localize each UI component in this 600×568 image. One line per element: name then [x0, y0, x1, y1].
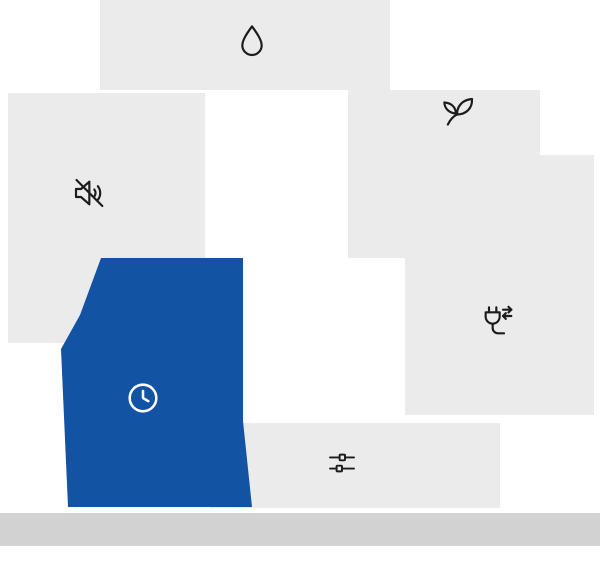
sliders-settings-icon	[324, 445, 360, 481]
plug-swap-icon	[477, 302, 517, 342]
tile-water[interactable]	[100, 0, 390, 90]
footer-bar	[0, 513, 600, 546]
clock-icon	[124, 379, 162, 417]
speaker-muted-icon	[69, 173, 109, 213]
tile-plug[interactable]	[405, 155, 594, 415]
water-drop-icon	[232, 22, 272, 62]
eco-leaves-icon	[437, 92, 477, 132]
tile-sliders[interactable]	[210, 423, 500, 508]
accent-banner-shape[interactable]	[61, 258, 252, 507]
